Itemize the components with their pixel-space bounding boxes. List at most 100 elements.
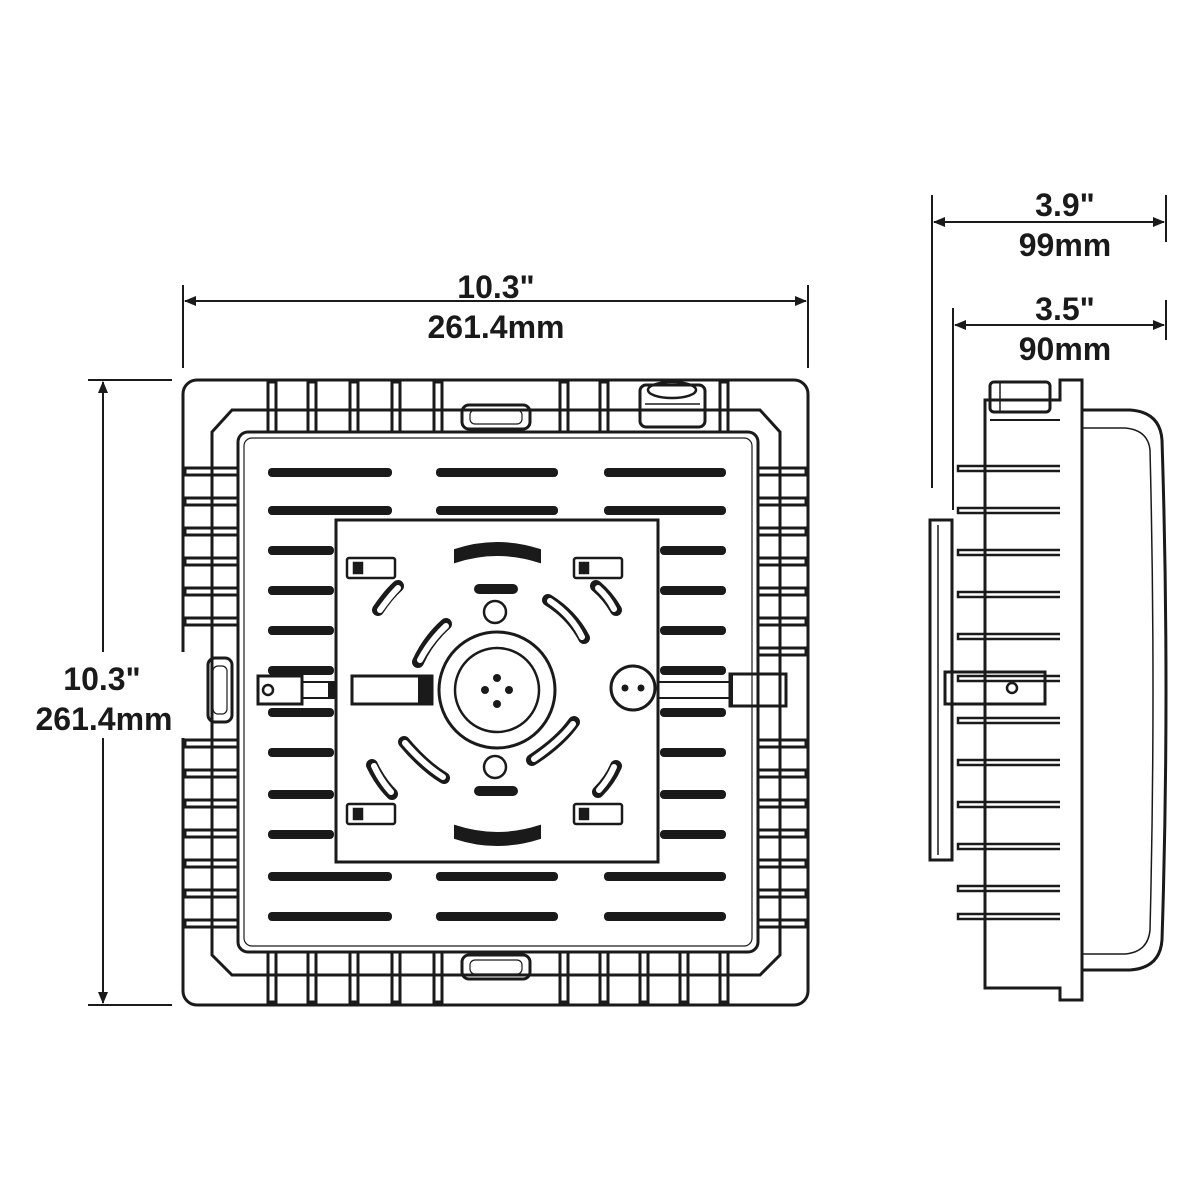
fins-right xyxy=(758,466,808,929)
side-body xyxy=(983,378,1084,1002)
fin xyxy=(266,380,278,432)
vent-slot xyxy=(436,468,558,477)
vent-slot xyxy=(268,830,334,839)
vent-slot xyxy=(268,506,392,515)
vent-slot xyxy=(660,626,726,635)
fin xyxy=(758,616,808,627)
fin xyxy=(758,496,808,507)
fin xyxy=(348,380,360,432)
top-tab xyxy=(460,403,532,431)
fin xyxy=(558,952,570,1004)
vent-slot xyxy=(268,546,334,555)
vent-slot xyxy=(268,666,334,675)
vent-slot xyxy=(660,790,726,799)
fin xyxy=(956,632,1060,641)
fin xyxy=(348,952,360,1004)
fin xyxy=(956,884,1060,893)
vent-slot xyxy=(660,708,726,717)
fin xyxy=(183,496,238,507)
fins-left xyxy=(183,466,238,929)
vent-slot xyxy=(268,790,334,799)
fin xyxy=(718,952,730,1004)
vent-slot xyxy=(660,748,726,757)
fin xyxy=(183,466,238,477)
vent-slot xyxy=(268,872,392,881)
side-view: 3.9" 99mm 3.5" 90mm xyxy=(928,187,1168,1002)
vent-slot xyxy=(604,872,726,881)
vent-slots xyxy=(268,468,726,921)
fin xyxy=(266,952,278,1004)
vent-slot xyxy=(436,912,558,921)
fin xyxy=(758,466,808,477)
vent-slot xyxy=(604,468,726,477)
fin xyxy=(956,758,1060,767)
fin xyxy=(183,556,238,567)
fin xyxy=(183,828,238,839)
crossbar xyxy=(256,672,788,708)
front-height-mm: 261.4mm xyxy=(36,701,173,737)
fin xyxy=(956,548,1060,557)
front-view: 10.3" 261.4mm 10.3" 261.4mm xyxy=(36,269,810,1007)
vent-slot xyxy=(268,626,334,635)
side-lens xyxy=(1082,408,1168,972)
fin xyxy=(758,828,808,839)
fin xyxy=(183,858,238,869)
fin xyxy=(758,858,808,869)
vent-slot xyxy=(268,468,392,477)
fin xyxy=(678,952,690,1004)
fin xyxy=(306,952,318,1004)
fin xyxy=(758,646,808,657)
fin xyxy=(183,526,238,537)
mounting-plate xyxy=(334,518,660,864)
fin xyxy=(598,380,610,432)
vent-slot xyxy=(660,586,726,595)
front-width-mm: 261.4mm xyxy=(428,309,565,345)
side-body-depth-inches: 3.5" xyxy=(1035,291,1095,327)
fin xyxy=(758,798,808,809)
side-fins xyxy=(956,464,1060,921)
fin xyxy=(956,912,1060,921)
center-hub-outer xyxy=(437,630,557,750)
vent-slot xyxy=(436,506,558,515)
fin xyxy=(956,590,1060,599)
fin xyxy=(758,918,808,929)
fin xyxy=(183,586,238,597)
vent-slot xyxy=(604,506,726,515)
fin xyxy=(758,768,808,779)
vent-slot xyxy=(268,912,392,921)
front-width-inches: 10.3" xyxy=(457,269,534,305)
fin xyxy=(306,380,318,432)
front-height-inches: 10.3" xyxy=(63,661,140,697)
fin xyxy=(758,526,808,537)
fin xyxy=(956,800,1060,809)
fin xyxy=(956,716,1060,725)
vent-slot xyxy=(436,872,558,881)
fin xyxy=(956,842,1060,851)
vent-slot xyxy=(604,912,726,921)
fin xyxy=(758,738,808,749)
fin xyxy=(183,616,238,627)
vent-slot xyxy=(268,748,334,757)
inner-plate xyxy=(236,430,760,954)
vent-slot xyxy=(660,830,726,839)
conduit-boss xyxy=(638,380,707,429)
fin xyxy=(758,888,808,899)
bottom-tab xyxy=(460,953,532,981)
side-overall-depth-mm: 99mm xyxy=(1019,227,1112,263)
fin xyxy=(390,380,402,432)
vent-slot xyxy=(268,586,334,595)
fin xyxy=(390,952,402,1004)
fins-top xyxy=(266,380,730,432)
fins-bottom xyxy=(266,952,730,1004)
fin xyxy=(183,888,238,899)
fin xyxy=(432,380,444,432)
side-overall-depth-inches: 3.9" xyxy=(1035,187,1095,223)
fin xyxy=(183,798,238,809)
fin xyxy=(956,464,1060,473)
fin xyxy=(558,380,570,432)
side-mount-plate xyxy=(928,518,954,862)
fin xyxy=(956,674,1060,683)
fin xyxy=(183,918,238,929)
side-body-depth-mm: 90mm xyxy=(1019,331,1112,367)
